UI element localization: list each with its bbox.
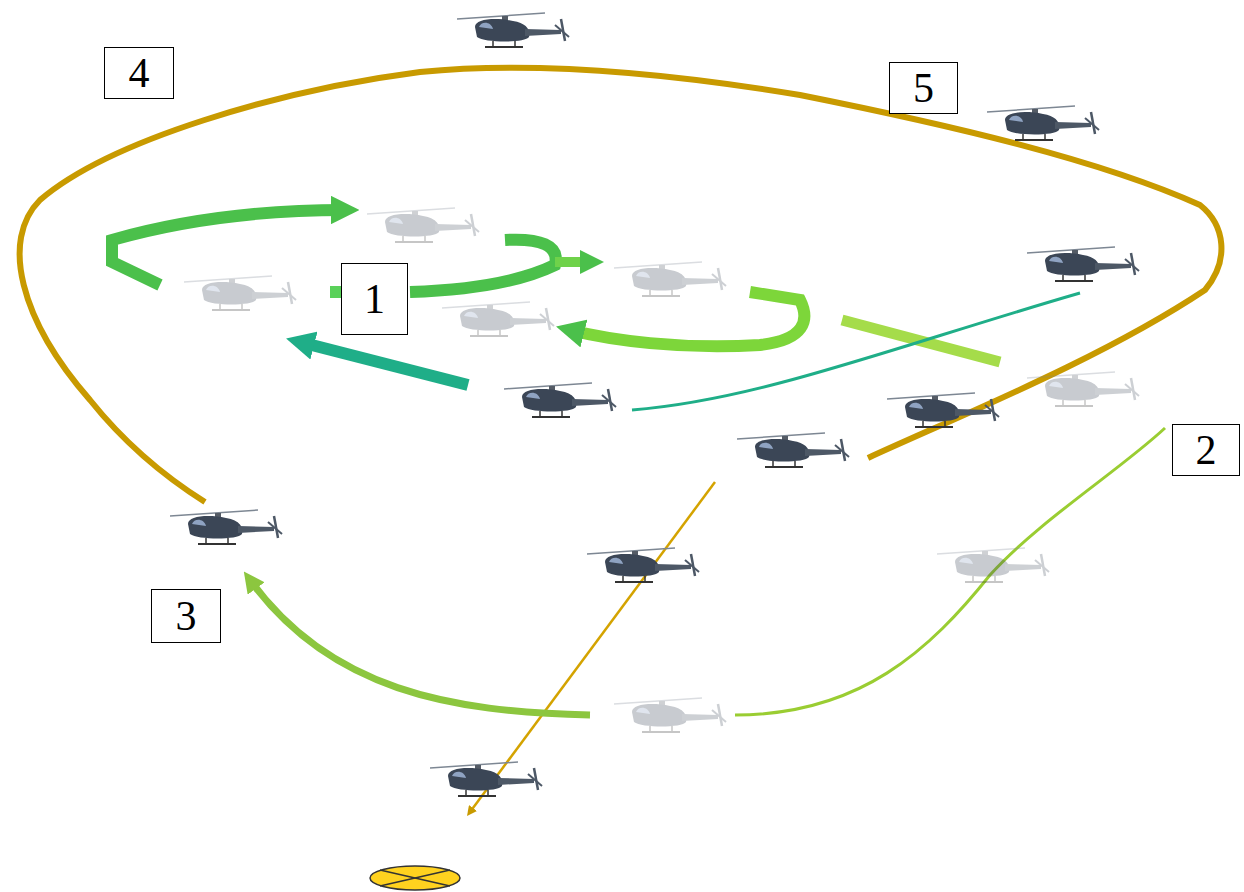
callout-box: 1 [341,263,408,335]
callout-number: 2 [1196,429,1217,471]
callout-number: 5 [913,67,934,109]
green-ribbon [555,257,592,267]
lower-loop-arrow [250,580,590,715]
callout-number: 1 [364,278,385,320]
helicopter-faded [184,208,1139,732]
green-ribbon [570,292,804,346]
green-ribbon [112,210,345,285]
circuit-path [20,68,1222,502]
callout-box: 4 [104,47,174,99]
landing-pad [370,866,460,890]
lower-loop [735,428,1165,715]
green-ribbon [410,240,556,292]
callout-box: 2 [1172,424,1240,476]
callout-number: 4 [129,52,150,94]
callout-box: 3 [151,589,221,643]
teal-path [300,342,468,385]
teal-path [632,293,1080,410]
callout-box: 5 [889,62,958,114]
callout-number: 3 [176,595,197,637]
helicopter [170,13,1139,796]
